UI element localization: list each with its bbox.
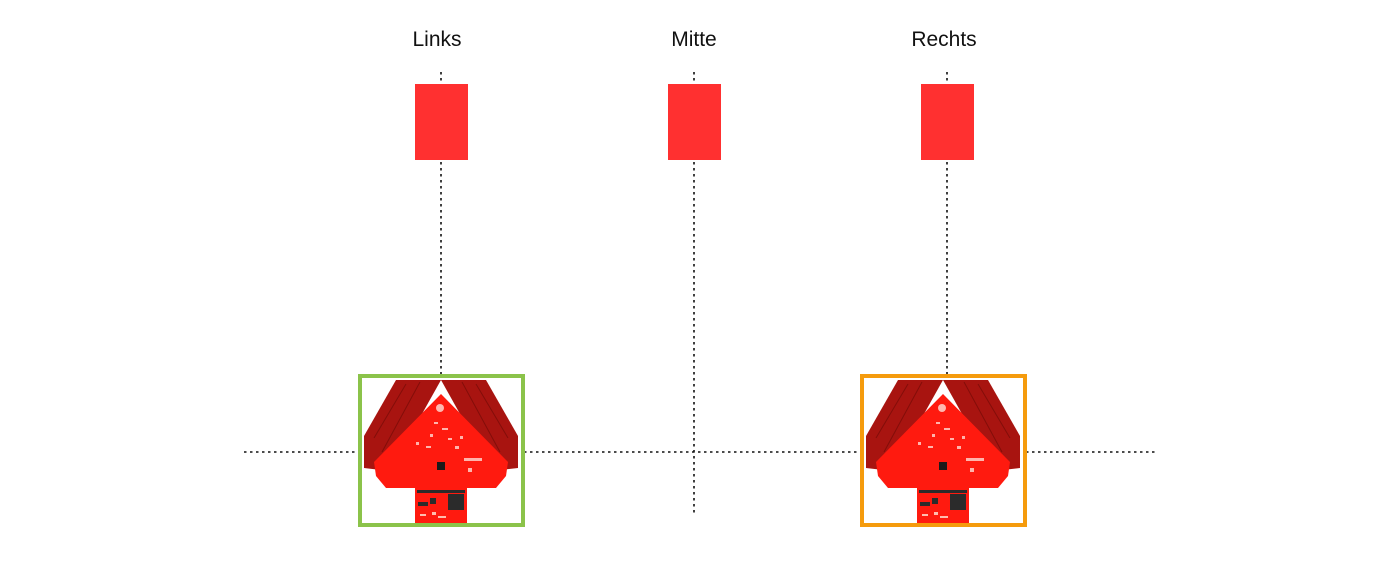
- radar-board-left: [364, 380, 518, 524]
- label-right: Rechts: [911, 28, 976, 51]
- label-left: Links: [412, 28, 461, 51]
- label-center: Mitte: [671, 28, 717, 51]
- board-body: [876, 394, 1010, 488]
- target-block-left: [415, 84, 468, 160]
- antenna-arm-left: [364, 380, 441, 471]
- antenna-arm-left: [866, 380, 943, 471]
- board-body: [374, 394, 508, 488]
- selection-frame-left: [358, 374, 525, 527]
- antenna-arm-right: [943, 380, 1020, 471]
- target-block-right: [921, 84, 974, 160]
- antenna-arm-right: [441, 380, 518, 471]
- radar-board-right: [866, 380, 1020, 524]
- selection-frame-right: [860, 374, 1027, 527]
- target-block-center: [668, 84, 721, 160]
